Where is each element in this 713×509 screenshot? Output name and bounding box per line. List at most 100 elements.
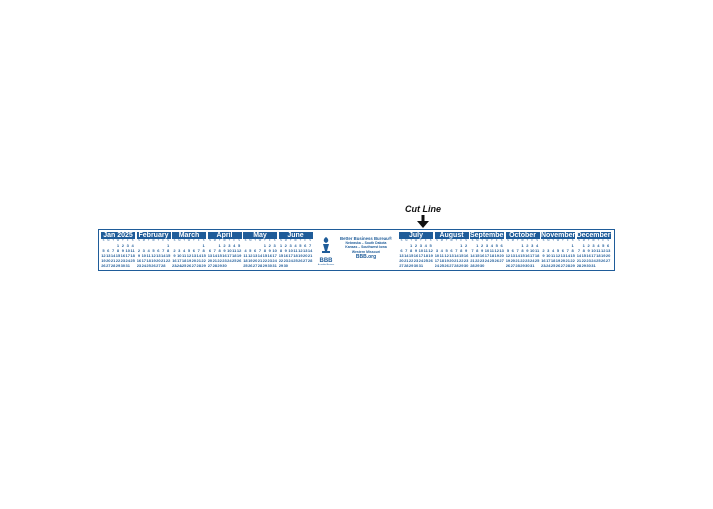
day-cell: 2 xyxy=(414,242,418,248)
day-cell: 16 xyxy=(463,252,469,258)
day-cell: 28 xyxy=(576,262,582,268)
day-cell: 9 xyxy=(268,247,271,253)
down-arrow-icon xyxy=(417,215,429,228)
day-cell: 14 xyxy=(404,252,409,258)
day-cell: 25 xyxy=(243,262,248,268)
day-cell: 25 xyxy=(146,262,151,268)
day-cell: 27 xyxy=(449,262,454,268)
day-cell: 12 xyxy=(186,252,192,258)
day-cell: 14 xyxy=(565,252,570,258)
day-cell: 1 xyxy=(582,242,585,248)
weekday-letter: F xyxy=(424,239,427,242)
day-cell: 11 xyxy=(293,247,298,253)
day-cell: 6 xyxy=(107,247,110,253)
day-cell: 26 xyxy=(601,257,606,263)
day-cell: 24 xyxy=(546,262,551,268)
day-cell: 26 xyxy=(248,262,253,268)
day-cell: 8 xyxy=(476,247,479,253)
day-cell: 14 xyxy=(161,252,166,258)
day-cell: 11 xyxy=(439,252,444,258)
day-cell: 2 xyxy=(464,242,468,248)
day-cell: 17 xyxy=(591,252,596,258)
day-cell: 10 xyxy=(141,252,147,258)
day-cell: 17 xyxy=(125,252,130,258)
weekday-letter: T xyxy=(516,239,519,242)
day-cell: 9 xyxy=(137,252,141,258)
day-cell: 17 xyxy=(227,252,232,258)
day-cell: 18 xyxy=(596,252,601,258)
day-cell: 1 xyxy=(218,242,221,248)
day-cell: 27 xyxy=(499,257,504,263)
day-cell: 26 xyxy=(101,262,106,268)
day-cell: 28 xyxy=(515,262,520,268)
day-cell: 6 xyxy=(450,247,453,253)
day-cell: 24 xyxy=(484,257,490,263)
day-cell: 11 xyxy=(596,247,601,253)
day-cell: 13 xyxy=(191,252,197,258)
day-cell: 28 xyxy=(565,262,570,268)
day-cell: 20 xyxy=(399,257,404,263)
day-cell: 11 xyxy=(232,247,237,253)
day-cell: 10 xyxy=(125,247,130,253)
day-cell: 27 xyxy=(560,262,566,268)
day-cell: 21 xyxy=(404,257,409,263)
day-cell: 1 xyxy=(410,242,413,248)
day-cell: 22 xyxy=(278,257,284,263)
day-cell: 10 xyxy=(546,252,551,258)
day-cell: 5 xyxy=(152,247,155,253)
day-cell: 4 xyxy=(535,242,539,248)
day-cell: 5 xyxy=(102,247,105,253)
weekday-letter: S xyxy=(578,239,580,242)
day-cell: 2 xyxy=(223,242,226,248)
day-cell: 3 xyxy=(531,242,534,248)
day-cell: 15 xyxy=(217,252,222,258)
day-cell: 26 xyxy=(555,262,561,268)
weekday-letter: S xyxy=(202,239,205,242)
day-cell: 31 xyxy=(418,262,424,268)
weekday-letter: W xyxy=(223,239,226,242)
day-cell: 7 xyxy=(213,247,216,253)
org-website: BBB.org xyxy=(355,254,377,261)
day-cell: 24 xyxy=(141,262,147,268)
day-cell: 19 xyxy=(494,252,499,258)
weekday-letter: T xyxy=(491,239,493,242)
day-cell: 25 xyxy=(439,262,445,268)
day-cell: 18 xyxy=(181,257,187,263)
org-name: Better Business Bureau® xyxy=(340,236,392,241)
day-cell: 18 xyxy=(550,257,556,263)
day-cell: 15 xyxy=(262,252,268,258)
month-header: September xyxy=(470,232,504,239)
day-cell: 3 xyxy=(178,247,181,253)
day-cell: 20 xyxy=(303,252,308,258)
day-cell: 23 xyxy=(413,257,419,263)
day-cell: 3 xyxy=(228,242,231,248)
day-cell: 6 xyxy=(192,247,195,253)
cut-line-marker: Cut Line xyxy=(401,204,445,228)
day-cell: 13 xyxy=(510,252,516,258)
day-cell: 8 xyxy=(202,247,205,253)
day-cell: 21 xyxy=(212,257,218,263)
day-cell: 7 xyxy=(258,247,262,253)
weekday-letter: F xyxy=(304,239,307,242)
day-cell: 19 xyxy=(186,257,192,263)
day-cell: 12 xyxy=(236,247,242,253)
day-cell: 22 xyxy=(165,257,171,263)
